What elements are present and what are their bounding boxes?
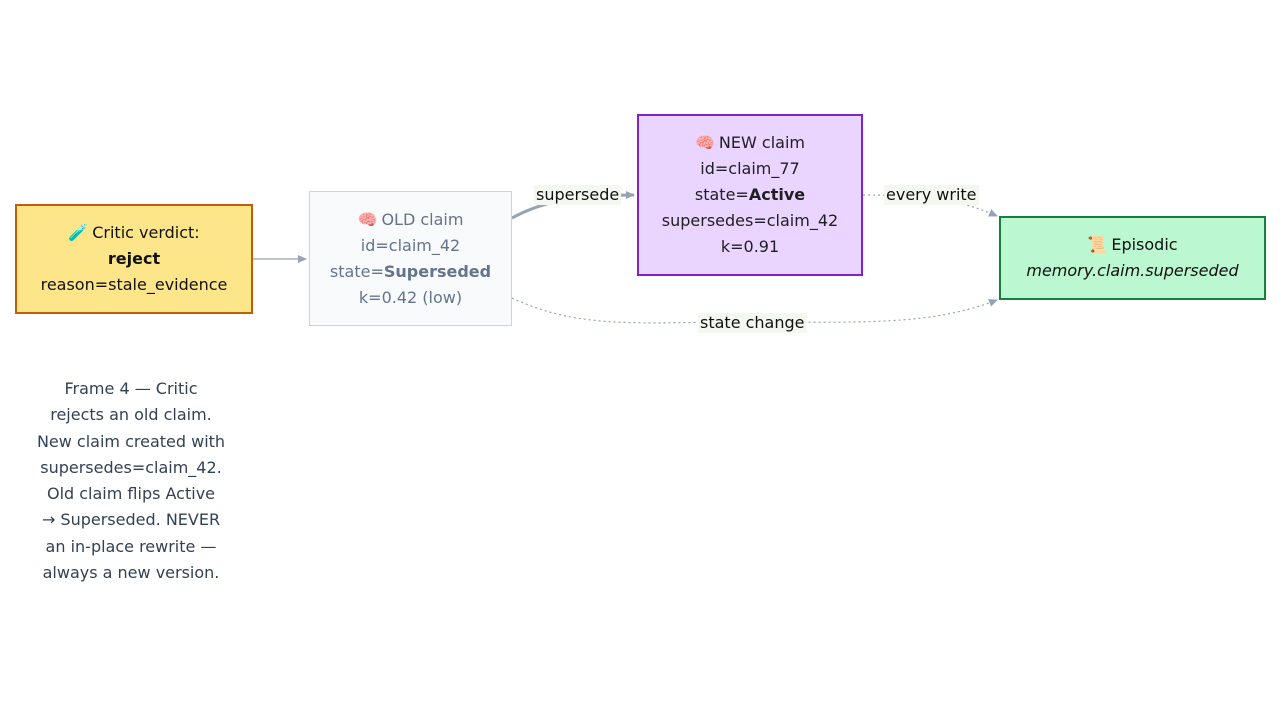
old-claim-id: id=claim_42: [360, 235, 461, 255]
old-claim-k: k=0.42 (low): [358, 287, 463, 307]
critic-verdict-value: reject: [107, 249, 161, 268]
test-tube-icon: 🧪: [68, 223, 89, 242]
new-claim-k: k=0.91: [720, 237, 780, 256]
critic-verdict-node: 🧪 Critic verdict: reject reason=stale_ev…: [15, 204, 253, 314]
frame-caption: Frame 4 — Critic rejects an old claim. N…: [28, 376, 234, 586]
caption-line: supersedes=claim_42.: [40, 457, 222, 477]
caption-line: New claim created with: [36, 431, 226, 451]
edge-label-every-write: every write: [884, 185, 979, 205]
old-claim-node: 🧠 OLD claim id=claim_42 state=Superseded…: [309, 191, 512, 326]
brain-icon: 🧠: [695, 133, 715, 152]
critic-reason: reason=stale_evidence: [40, 275, 228, 294]
new-claim-state-value: Active: [748, 185, 806, 204]
old-claim-state-prefix: state=: [329, 261, 384, 281]
new-claim-id: id=claim_77: [700, 159, 800, 178]
episodic-node: 📜 Episodic memory.claim.superseded: [999, 216, 1266, 300]
caption-line: Frame 4 — Critic: [64, 379, 198, 398]
edge-label-supersede: supersede: [534, 185, 622, 205]
critic-title: Critic verdict:: [92, 223, 200, 242]
episodic-event: memory.claim.superseded: [1026, 261, 1239, 280]
episodic-title: Episodic: [1111, 235, 1178, 254]
caption-line: → Superseded. NEVER: [41, 510, 221, 530]
old-claim-state: state=Superseded: [330, 259, 491, 285]
new-claim-state: state=Active: [695, 182, 805, 208]
caption-line: rejects an old claim.: [50, 405, 212, 425]
scroll-icon: 📜: [1087, 235, 1108, 254]
caption-line: an in-place rewrite —: [45, 536, 217, 556]
new-claim-supersedes: supersedes=claim_42: [661, 211, 839, 230]
brain-icon: 🧠: [357, 209, 378, 229]
caption-line: Old claim flips Active: [46, 484, 216, 504]
new-claim-title: NEW claim: [718, 133, 805, 152]
caption-line: always a new version.: [42, 563, 220, 583]
new-claim-node: 🧠 NEW claim id=claim_77 state=Active sup…: [637, 114, 863, 276]
edge-label-state-change: state change: [698, 313, 807, 333]
old-claim-state-value: Superseded: [383, 261, 492, 281]
new-claim-state-prefix: state=: [694, 185, 749, 204]
old-claim-title: OLD claim: [381, 209, 464, 229]
